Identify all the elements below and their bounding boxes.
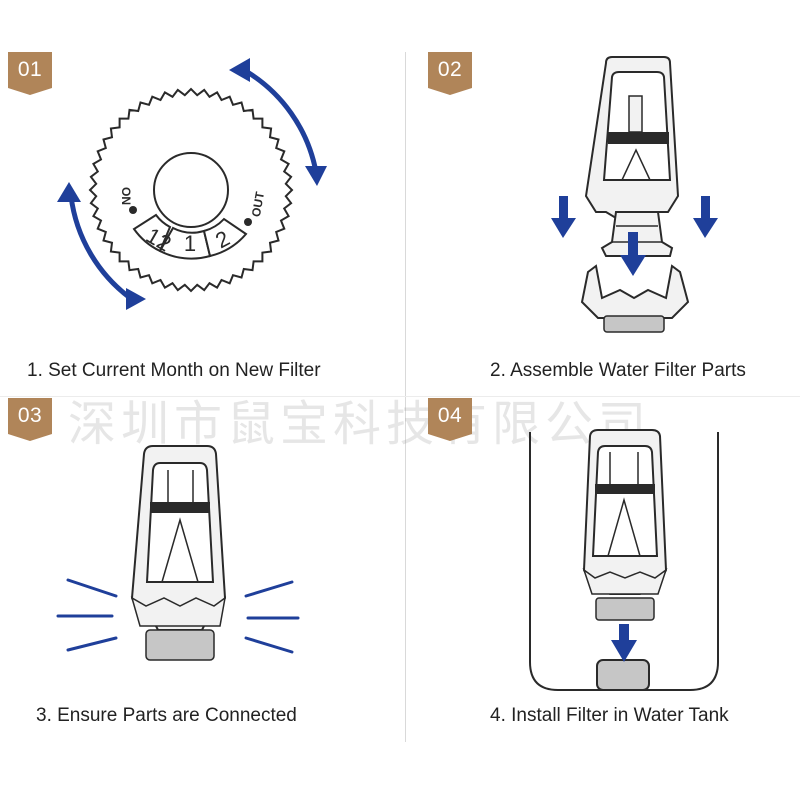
month-segments bbox=[132, 213, 248, 260]
arrow-head-top-start bbox=[229, 58, 250, 82]
down-arrow-icon-center bbox=[620, 232, 646, 276]
arrow-head-bottom-end bbox=[126, 288, 146, 310]
step-2-badge: 02 bbox=[428, 52, 472, 95]
step-4-caption: 4. Install Filter in Water Tank bbox=[490, 705, 729, 726]
arrow-head-top-end bbox=[305, 166, 327, 186]
down-arrow-icon-right bbox=[693, 196, 718, 238]
horizontal-divider bbox=[0, 396, 800, 397]
step-1-badge: 01 bbox=[8, 52, 52, 95]
month-1: 1 bbox=[184, 231, 196, 256]
vertical-divider bbox=[405, 52, 406, 742]
down-arrow-icon-install bbox=[611, 624, 637, 662]
base-bottom-assembled bbox=[145, 629, 215, 661]
base-bottom bbox=[603, 315, 665, 333]
step-3-badge: 03 bbox=[8, 398, 52, 441]
dial-center-hole bbox=[153, 152, 229, 228]
down-arrow-icon-left bbox=[551, 196, 576, 238]
step-3-caption: 3. Ensure Parts are Connected bbox=[36, 705, 297, 726]
arrow-head-bottom-start bbox=[57, 182, 81, 202]
step-2-caption: 2. Assemble Water Filter Parts bbox=[490, 360, 746, 381]
out-dot bbox=[244, 218, 252, 226]
tank-socket bbox=[596, 659, 650, 691]
watermark: 深圳市鼠宝科技有限公司 bbox=[68, 396, 652, 452]
on-dot bbox=[129, 206, 137, 214]
filter-band bbox=[608, 132, 669, 144]
on-label: ON bbox=[119, 187, 133, 205]
out-label: OUT bbox=[249, 190, 267, 218]
step-4-badge: 04 bbox=[428, 398, 472, 441]
rotate-arrows-icon bbox=[68, 67, 319, 303]
connected-click-lines-icon bbox=[56, 578, 300, 654]
step-1-caption: 1. Set Current Month on New Filter bbox=[27, 360, 321, 381]
